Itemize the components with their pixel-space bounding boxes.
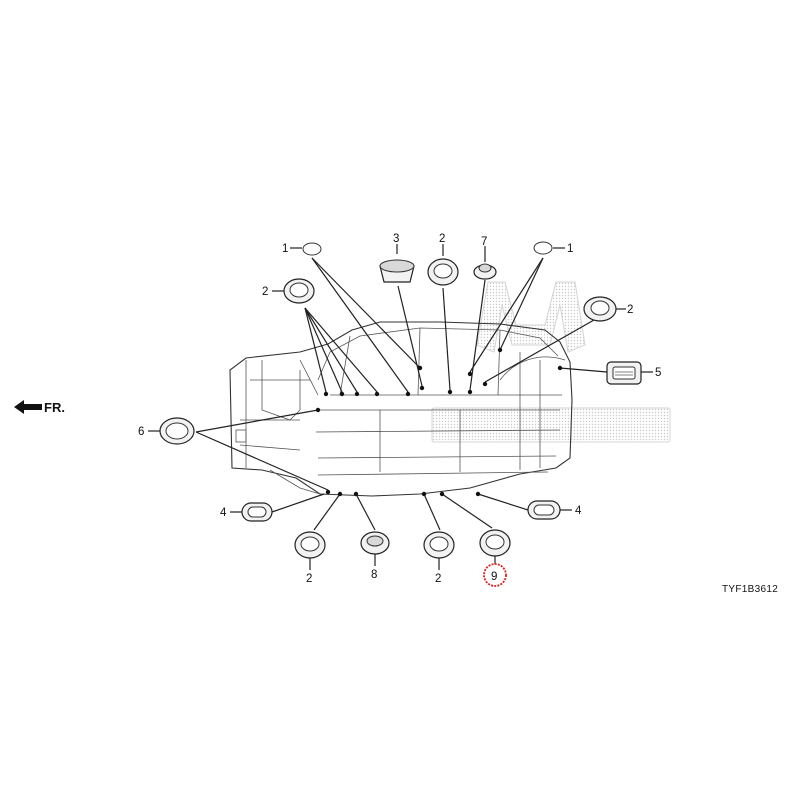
grommet-2-bottom-mid[interactable] [423, 531, 455, 559]
callout-4-left: 4 [220, 507, 227, 519]
honda-watermark-logo [431, 281, 671, 443]
grommet-1-right[interactable] [533, 241, 553, 255]
callout-1-right: 1 [567, 243, 573, 255]
plug-3-top[interactable] [379, 259, 415, 283]
callout-7-top: 7 [481, 236, 487, 248]
callout-2-top-mid: 2 [439, 233, 445, 245]
grommet-4-right[interactable] [527, 500, 561, 520]
grommet-2-bottom-left[interactable] [294, 531, 326, 559]
front-direction-indicator: FR. [14, 400, 65, 415]
attachment-points [315, 347, 563, 497]
callout-2-top-left: 2 [262, 286, 268, 298]
front-label: FR. [44, 400, 65, 415]
callout-ticks [148, 244, 653, 570]
watermark-wordmark [431, 407, 671, 443]
grommet-2-top-right[interactable] [583, 296, 617, 322]
callout-5-right: 5 [655, 367, 661, 379]
grommet-9-bottom[interactable] [479, 529, 511, 557]
callout-9-highlight[interactable]: 9 [483, 563, 507, 587]
callout-8-bottom: 8 [371, 569, 377, 581]
grommet-1-left[interactable] [302, 242, 322, 256]
grommet-6-left[interactable] [159, 417, 195, 445]
callout-1-left: 1 [282, 243, 288, 255]
arrow-left-icon [14, 400, 42, 414]
callout-2-bottom-left: 2 [306, 573, 312, 585]
grommet-4-left[interactable] [241, 502, 273, 522]
callout-2-bottom-mid: 2 [435, 573, 441, 585]
grommet-5-rect[interactable] [606, 361, 642, 385]
callout-4-right: 4 [575, 505, 582, 517]
highlight-circle [483, 563, 507, 587]
grommet-7-top[interactable] [473, 263, 497, 280]
grommet-8-bottom[interactable] [360, 531, 390, 555]
callout-9-bottom: 9 [491, 571, 497, 583]
drawing-code: TYF1B3612 [722, 584, 778, 595]
callout-6-left: 6 [138, 426, 144, 438]
leader-lines [195, 257, 608, 531]
callout-2-top-right: 2 [627, 304, 633, 316]
callout-3-top: 3 [393, 233, 399, 245]
grommet-2-top-mid[interactable] [427, 258, 459, 286]
grommet-2-top-left[interactable] [283, 278, 315, 304]
